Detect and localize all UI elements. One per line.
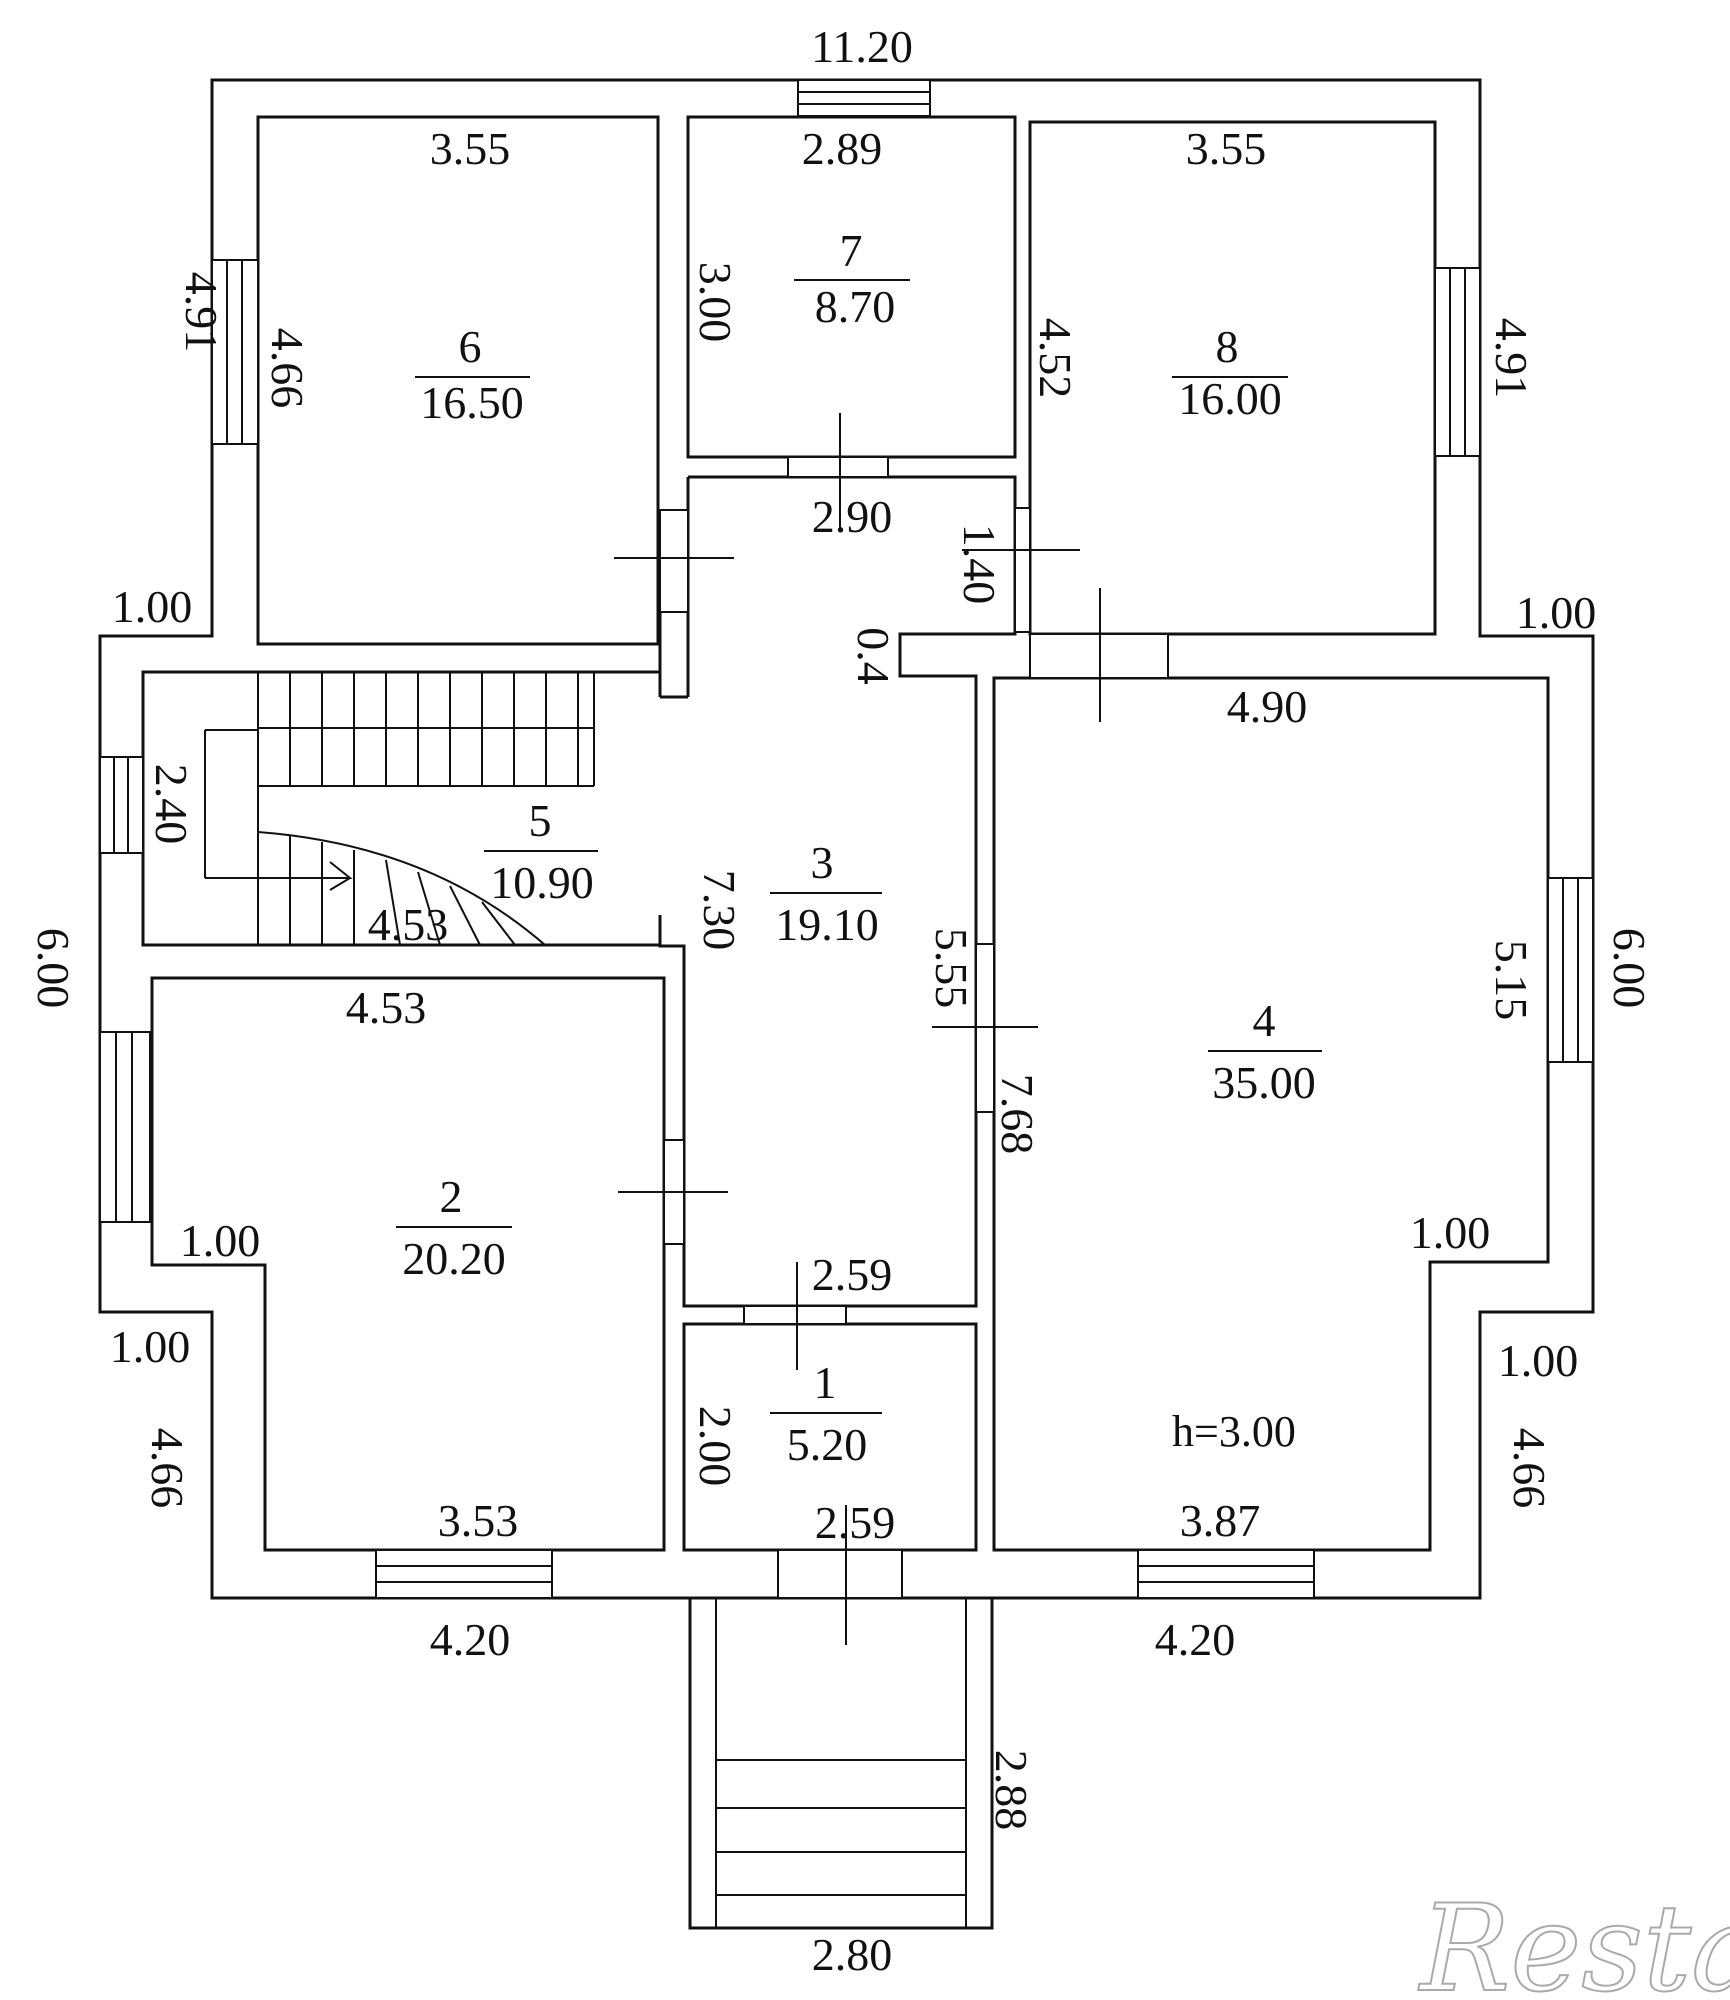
- svg-text:4.66: 4.66: [262, 328, 313, 409]
- room-6-label: 6 16.50: [415, 321, 530, 428]
- svg-text:35.00: 35.00: [1212, 1057, 1316, 1108]
- porch-steps: [716, 1759, 966, 1896]
- room-7-label: 7 8.70: [794, 225, 910, 332]
- svg-text:4.20: 4.20: [1155, 1614, 1236, 1665]
- dimension-labels: 11.20 3.55 2.89 3.55 2.90 1.00 1.00 4.90…: [110, 21, 1597, 1980]
- room-1-label: 1 5.20: [770, 1357, 882, 1470]
- svg-text:2.59: 2.59: [815, 1497, 896, 1548]
- svg-text:h=3.00: h=3.00: [1172, 1407, 1296, 1456]
- svg-text:2.59: 2.59: [812, 1249, 893, 1300]
- stair-arrow: [258, 861, 353, 891]
- svg-text:10.90: 10.90: [490, 857, 594, 908]
- svg-text:3: 3: [811, 837, 834, 888]
- svg-text:1: 1: [814, 1357, 837, 1408]
- svg-text:2.88: 2.88: [986, 1750, 1037, 1831]
- stair-treads: [289, 672, 579, 786]
- watermark: Restate: [1418, 1880, 1730, 2000]
- svg-text:1.00: 1.00: [1410, 1207, 1491, 1258]
- svg-text:1.40: 1.40: [954, 524, 1005, 605]
- svg-text:5: 5: [529, 795, 552, 846]
- svg-text:4: 4: [1253, 995, 1276, 1046]
- svg-text:3.87: 3.87: [1180, 1495, 1261, 1546]
- svg-text:4.91: 4.91: [176, 272, 227, 353]
- room-5-label: 5 10.90: [484, 795, 598, 908]
- svg-text:5.55: 5.55: [926, 928, 977, 1009]
- svg-text:2.00: 2.00: [690, 1406, 741, 1487]
- svg-text:2.89: 2.89: [802, 123, 883, 174]
- room-8-label: 8 16.00: [1172, 321, 1288, 424]
- svg-text:4.91: 4.91: [1486, 318, 1537, 399]
- svg-text:4.90: 4.90: [1227, 681, 1308, 732]
- windows: [99, 79, 1594, 1599]
- svg-text:3.00: 3.00: [690, 262, 741, 343]
- svg-text:8: 8: [1216, 321, 1239, 372]
- svg-text:7.68: 7.68: [992, 1074, 1043, 1155]
- svg-text:4.52: 4.52: [1030, 318, 1081, 399]
- svg-text:6: 6: [459, 321, 482, 372]
- svg-text:7.30: 7.30: [694, 870, 745, 951]
- svg-text:3.55: 3.55: [430, 123, 511, 174]
- room-2-outline: [150, 976, 666, 1552]
- svg-text:5.20: 5.20: [787, 1419, 868, 1470]
- svg-text:2.40: 2.40: [146, 764, 197, 845]
- room-4-label: 4 35.00: [1208, 995, 1322, 1108]
- svg-text:4.53: 4.53: [346, 982, 427, 1033]
- stair-winder-treads: [289, 836, 516, 946]
- svg-text:11.20: 11.20: [811, 21, 913, 72]
- svg-text:1.00: 1.00: [112, 581, 193, 632]
- svg-text:5.15: 5.15: [1486, 940, 1537, 1021]
- svg-text:20.20: 20.20: [402, 1233, 506, 1284]
- svg-text:0.4: 0.4: [848, 627, 899, 685]
- svg-text:4.66: 4.66: [142, 1428, 193, 1509]
- svg-text:8.70: 8.70: [815, 281, 896, 332]
- vertical-dimension-labels: 4.91 4.66 3.00 4.52 4.91 1.40 0.4 2.40 7…: [28, 262, 1655, 1831]
- svg-text:2: 2: [440, 1171, 463, 1222]
- svg-text:6.00: 6.00: [28, 928, 79, 1009]
- svg-text:2.90: 2.90: [812, 491, 893, 542]
- outer-wall: [98, 78, 1595, 1600]
- room-2-label: 2 20.20: [396, 1171, 512, 1284]
- svg-text:1.00: 1.00: [1498, 1335, 1579, 1386]
- room-3-label: 3 19.10: [770, 837, 882, 950]
- svg-text:19.10: 19.10: [775, 899, 879, 950]
- svg-text:4.66: 4.66: [1504, 1428, 1555, 1509]
- stair-curve: [257, 831, 546, 946]
- svg-text:4.20: 4.20: [430, 1614, 511, 1665]
- svg-text:3.55: 3.55: [1186, 123, 1267, 174]
- porch-outline: [688, 1596, 994, 1930]
- svg-text:1.00: 1.00: [110, 1321, 191, 1372]
- svg-text:1.00: 1.00: [1516, 587, 1597, 638]
- svg-text:3.53: 3.53: [438, 1495, 519, 1546]
- svg-text:1.00: 1.00: [180, 1215, 261, 1266]
- svg-text:4.53: 4.53: [368, 899, 449, 950]
- doors: [614, 413, 1169, 1645]
- room-4-outline: [992, 676, 1550, 1552]
- svg-text:6.00: 6.00: [1604, 928, 1655, 1009]
- svg-text:16.00: 16.00: [1178, 373, 1282, 424]
- svg-text:2.80: 2.80: [812, 1929, 893, 1980]
- svg-text:7: 7: [840, 225, 863, 276]
- porch-inner: [715, 1597, 967, 1929]
- svg-text:16.50: 16.50: [420, 377, 524, 428]
